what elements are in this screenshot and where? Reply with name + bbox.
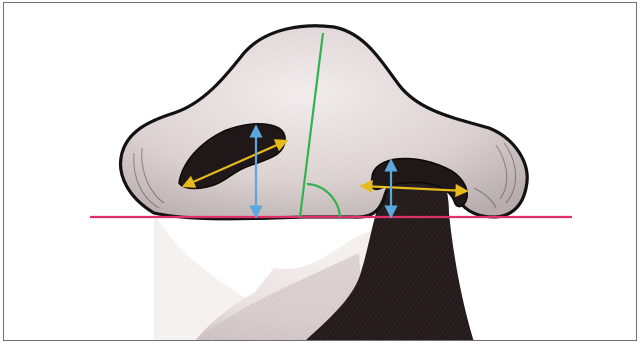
nose-base-diagram [4, 3, 637, 341]
figure-frame [3, 2, 637, 341]
